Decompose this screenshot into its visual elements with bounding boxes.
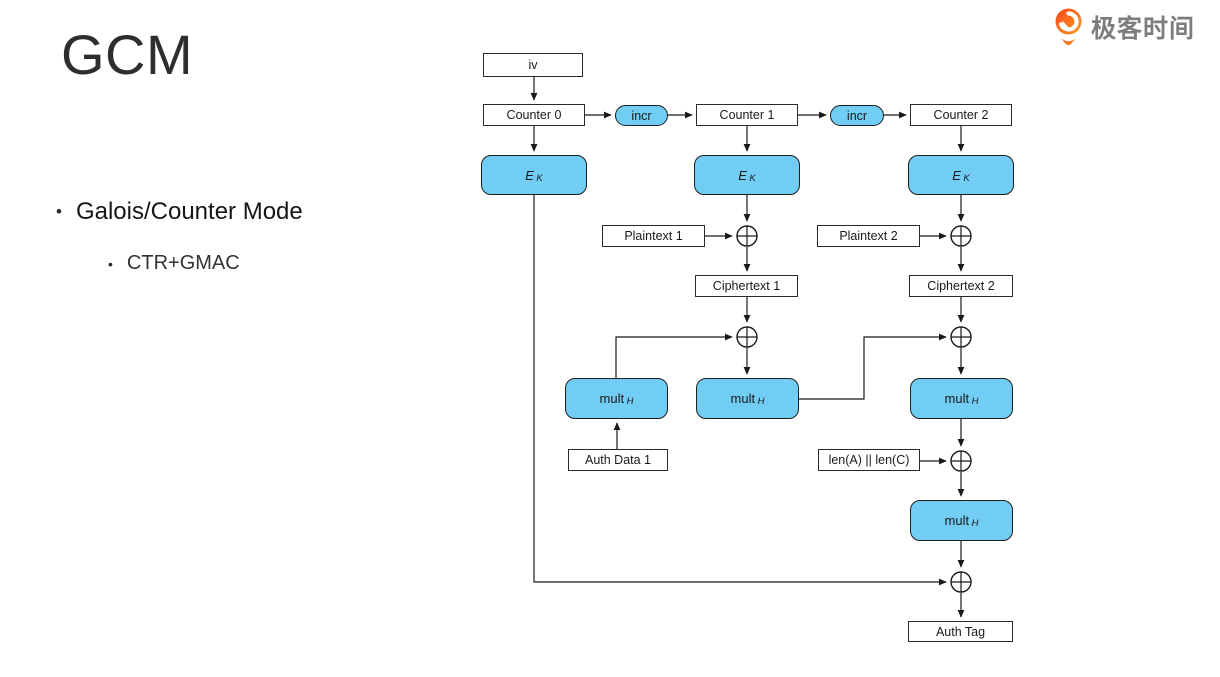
ek-label: E bbox=[952, 167, 961, 183]
xor-icon-4 bbox=[950, 326, 972, 348]
node-auth-tag: Auth Tag bbox=[908, 621, 1013, 642]
node-mult2: mult H bbox=[696, 378, 799, 419]
node-ciphertext1: Ciphertext 1 bbox=[695, 275, 798, 297]
bullet-text: Galois/Counter Mode bbox=[75, 198, 303, 225]
mult-label: mult bbox=[730, 391, 756, 406]
mult-label: mult bbox=[944, 391, 970, 406]
ek-subscript: K bbox=[749, 172, 756, 184]
node-auth-data1: Auth Data 1 bbox=[568, 449, 668, 471]
node-ciphertext2: Ciphertext 2 bbox=[909, 275, 1013, 297]
mult-subscript: H bbox=[971, 396, 979, 407]
node-incr1: incr bbox=[615, 105, 668, 126]
mult-label: mult bbox=[944, 513, 970, 528]
xor-icon-6 bbox=[950, 571, 972, 593]
xor-icon-1 bbox=[736, 225, 758, 247]
mult-subscript: H bbox=[626, 396, 634, 407]
xor-icon-3 bbox=[736, 326, 758, 348]
node-counter0: Counter 0 bbox=[483, 104, 585, 126]
node-counter1: Counter 1 bbox=[696, 104, 798, 126]
xor-icon-2 bbox=[950, 225, 972, 247]
bullet-dot: • bbox=[108, 255, 113, 272]
ek-label: E bbox=[738, 167, 747, 183]
node-mult3: mult H bbox=[910, 378, 1013, 419]
edge-mult1-xor3 bbox=[615, 333, 733, 378]
node-counter2: Counter 2 bbox=[910, 104, 1012, 126]
node-ek2: E K bbox=[694, 155, 800, 195]
page-title: GCM bbox=[61, 23, 194, 86]
node-ek1: E K bbox=[481, 155, 587, 195]
bullet-text: CTR+GMAC bbox=[126, 252, 240, 274]
bullet-ctr-gmac: • CTR+GMAC bbox=[108, 252, 240, 275]
node-len-a-len-c: len(A) || len(C) bbox=[818, 449, 920, 471]
node-mult1: mult H bbox=[565, 378, 668, 419]
node-ek3: E K bbox=[908, 155, 1014, 195]
bullet-dot: • bbox=[56, 202, 62, 221]
node-plaintext2: Plaintext 2 bbox=[817, 225, 920, 247]
ek-subscript: K bbox=[536, 172, 543, 184]
geektime-logo-icon bbox=[1055, 8, 1082, 46]
mult-subscript: H bbox=[757, 396, 765, 407]
geektime-logo: 极客时间 bbox=[1052, 7, 1195, 47]
xor-icon-5 bbox=[950, 450, 972, 472]
ek-label: E bbox=[525, 167, 534, 183]
node-plaintext1: Plaintext 1 bbox=[602, 225, 705, 247]
mult-label: mult bbox=[599, 391, 625, 406]
geektime-logo-text: 极客时间 bbox=[1091, 15, 1196, 43]
bullet-galois-counter-mode: • Galois/Counter Mode bbox=[56, 198, 303, 226]
ek-subscript: K bbox=[963, 172, 970, 184]
node-incr2: incr bbox=[830, 105, 884, 126]
mult-subscript: H bbox=[971, 518, 979, 529]
node-iv: iv bbox=[483, 53, 583, 77]
node-mult4: mult H bbox=[910, 500, 1013, 541]
